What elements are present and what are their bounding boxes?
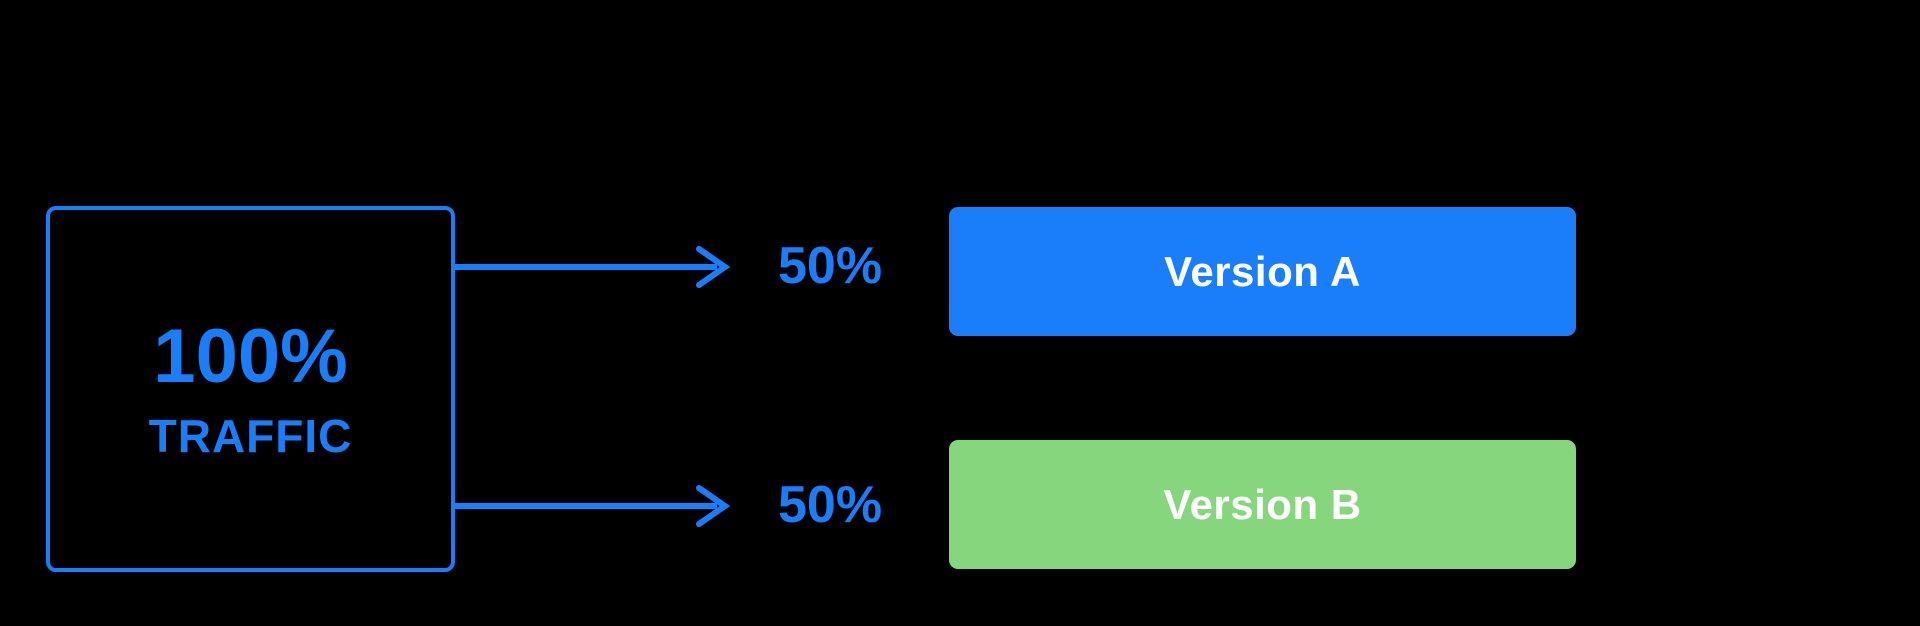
variant-a-label: Version A <box>1164 247 1361 295</box>
traffic-label: TRAFFIC <box>148 410 353 462</box>
split-percent-version-a: 50% <box>778 237 883 295</box>
arrow-to-version-a <box>455 245 730 289</box>
split-percent-version-b: 50% <box>778 476 883 534</box>
arrow-right-icon <box>455 246 730 288</box>
arrow-right-icon <box>455 485 730 527</box>
variant-card-a: Version A <box>949 207 1576 336</box>
traffic-percent: 100% <box>153 314 348 399</box>
traffic-source-node: 100% TRAFFIC <box>46 206 455 572</box>
variant-card-b: Version B <box>949 440 1576 569</box>
arrow-to-version-b <box>455 484 730 528</box>
variant-b-label: Version B <box>1163 480 1362 528</box>
